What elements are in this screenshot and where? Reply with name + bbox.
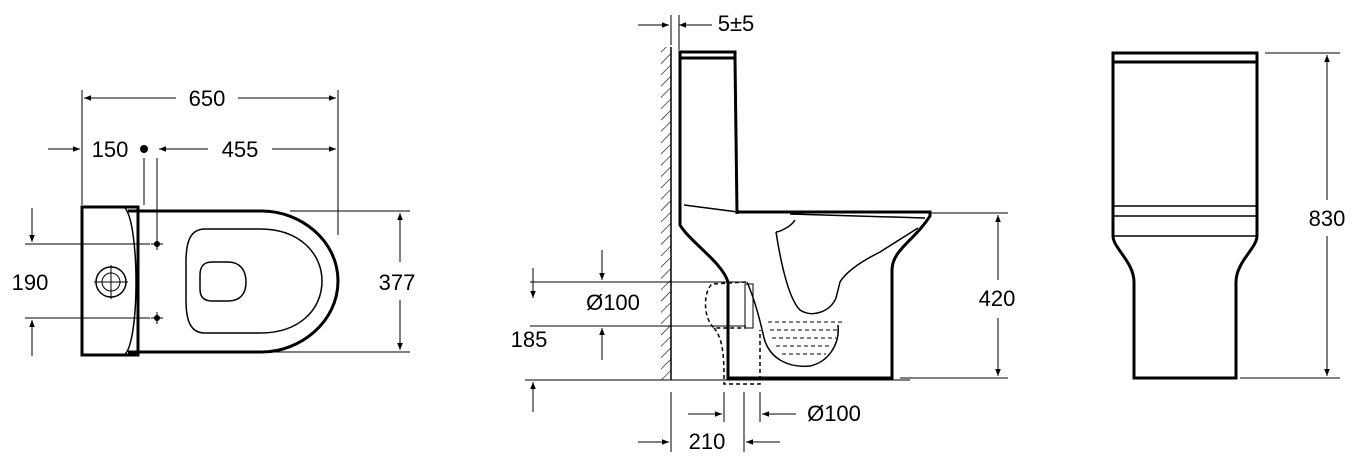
horizontal-outlet-pipe <box>704 281 747 329</box>
wall-reference-dot <box>140 145 148 153</box>
fixing-point-lower <box>151 312 163 324</box>
fixing-point-upper <box>151 238 163 250</box>
dim-wall-to-fixing: 150 <box>92 137 129 162</box>
dim-width: 377 <box>379 270 416 295</box>
top-view-bowl-outline <box>128 209 340 354</box>
dim-outlet-height: 185 <box>511 327 548 352</box>
dim-bowl-height: 420 <box>979 286 1016 311</box>
dim-outlet-diameter-vertical: Ø100 <box>807 401 861 426</box>
flush-button-icon <box>94 265 128 299</box>
top-view-tank-edge <box>123 206 137 356</box>
dim-wall-gap: 5±5 <box>718 11 755 36</box>
bowl-opening <box>199 261 247 302</box>
seat-outline <box>185 228 323 334</box>
side-tank <box>678 50 739 215</box>
side-rim <box>683 204 926 219</box>
dim-fixing-to-front: 455 <box>222 137 259 162</box>
top-view: 650 150 455 190 377 <box>12 86 416 357</box>
front-tank-lid <box>1111 51 1259 64</box>
top-view-outline <box>80 205 140 357</box>
front-tank <box>1111 62 1259 236</box>
dim-fixing-spacing: 190 <box>12 270 49 295</box>
dim-total-height: 830 <box>1309 206 1346 231</box>
front-pedestal <box>1111 235 1259 380</box>
side-body <box>678 208 932 380</box>
front-view: 830 <box>1111 51 1346 380</box>
front-seat-band <box>1113 205 1257 237</box>
water-level <box>768 321 842 355</box>
dim-outlet-setback: 210 <box>689 429 726 454</box>
dim-outlet-diameter-horizontal: Ø100 <box>586 290 640 315</box>
vertical-outlet-pipe <box>713 327 761 385</box>
dim-overall-length: 650 <box>189 86 226 111</box>
side-view: 5±5 Ø100 185 420 Ø100 210 <box>511 11 1016 454</box>
wall-hatching <box>661 47 671 380</box>
side-trapway <box>746 219 919 368</box>
